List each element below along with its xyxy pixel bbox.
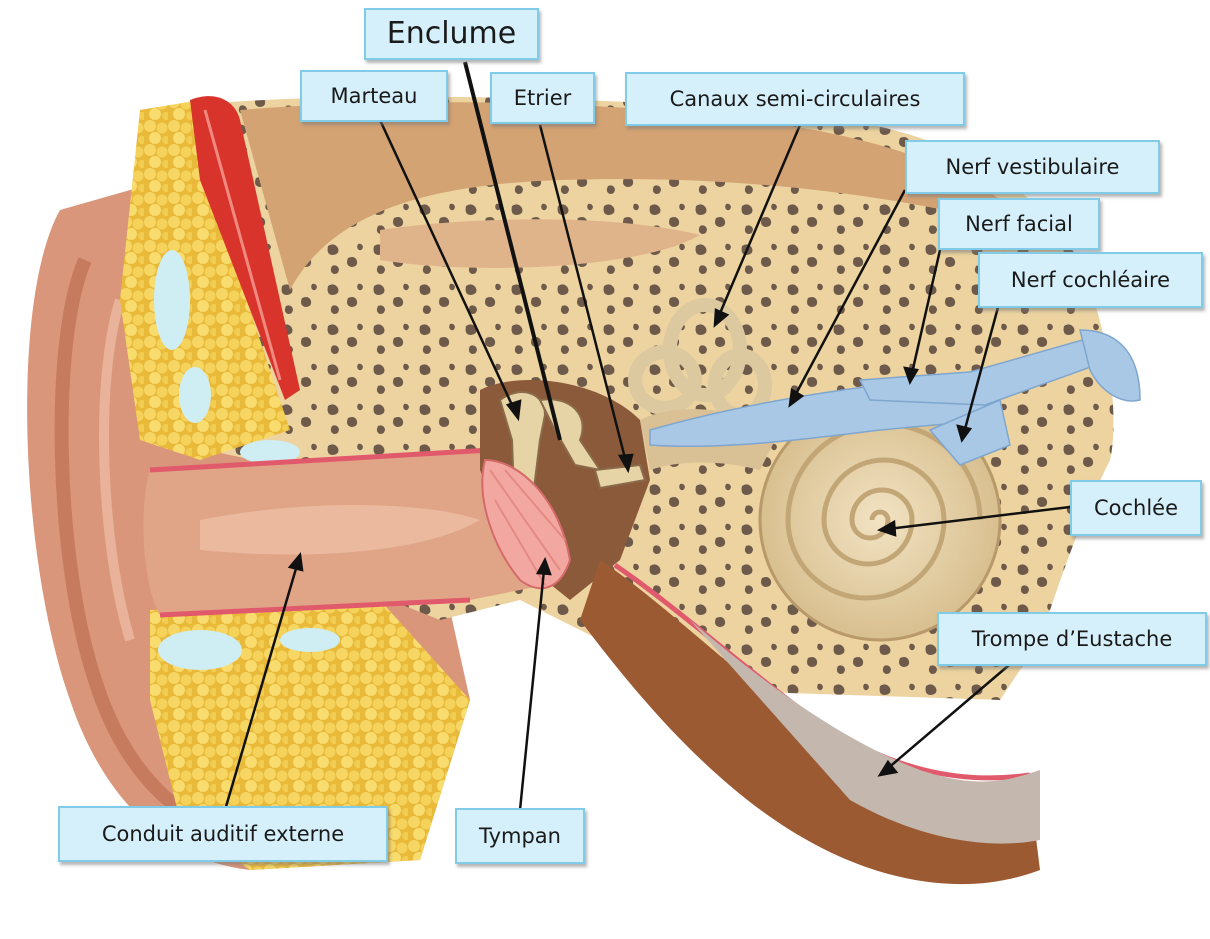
label-nerf-cochleaire: Nerf cochléaire: [978, 252, 1203, 308]
label-marteau: Marteau: [300, 70, 448, 122]
label-nerf-facial: Nerf facial: [938, 198, 1100, 250]
label-cochlee: Cochlée: [1070, 480, 1202, 536]
label-tympan: Tympan: [455, 808, 585, 864]
label-etrier: Etrier: [490, 72, 595, 124]
label-conduit-auditif-externe: Conduit auditif externe: [58, 806, 388, 862]
label-nerf-vestibulaire: Nerf vestibulaire: [905, 140, 1160, 194]
label-enclume: Enclume: [364, 8, 539, 60]
label-trompe-eustache: Trompe d’Eustache: [937, 612, 1207, 666]
label-canaux-semi-circulaires: Canaux semi-circulaires: [625, 72, 965, 126]
